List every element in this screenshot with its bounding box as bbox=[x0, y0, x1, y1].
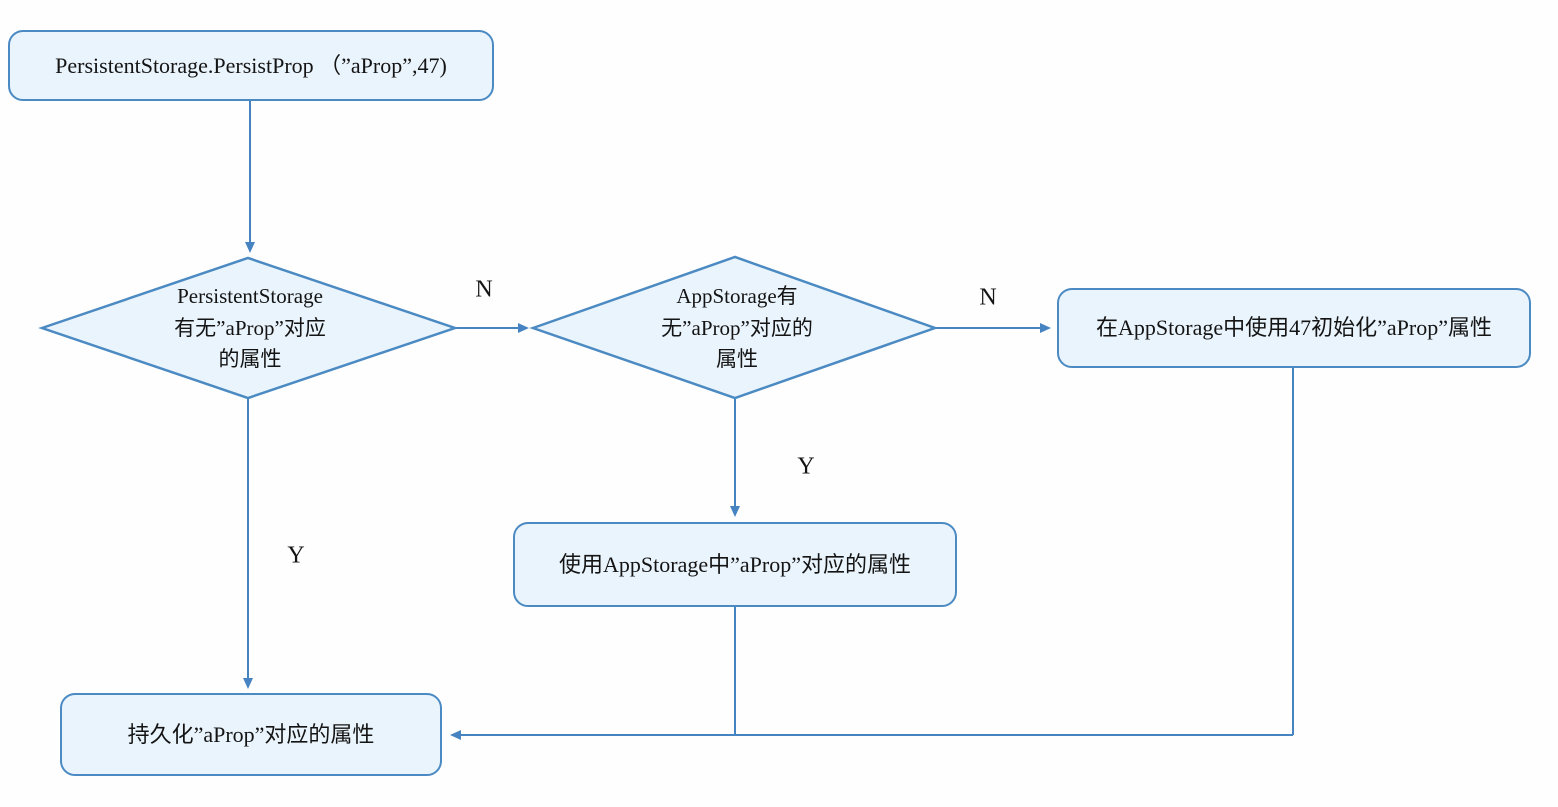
edge-label-n1: N bbox=[475, 276, 493, 303]
decision1-label: PersistentStorage 有无”aProp”对应 的属性 bbox=[174, 281, 326, 376]
edge-label-n2: N bbox=[979, 284, 997, 311]
edge-label-y2: Y bbox=[797, 453, 815, 480]
init-appstorage-node: 在AppStorage中使用47初始化”aProp”属性 bbox=[1057, 288, 1531, 368]
start-node-label: PersistentStorage.PersistProp （”aProp”,4… bbox=[55, 52, 447, 78]
decision2-line1: AppStorage有 bbox=[676, 283, 798, 308]
edge-label-y1: Y bbox=[287, 542, 305, 569]
decision2-line2: 无”aProp”对应的 bbox=[661, 315, 813, 340]
init-appstorage-label: 在AppStorage中使用47初始化”aProp”属性 bbox=[1096, 315, 1492, 341]
decision2-label: AppStorage有 无”aProp”对应的 属性 bbox=[661, 281, 813, 376]
decision1-line1: PersistentStorage bbox=[177, 283, 323, 308]
decision1-shape bbox=[38, 256, 459, 400]
decision2-shape bbox=[529, 255, 939, 400]
persist-node-label: 持久化”aProp”对应的属性 bbox=[127, 721, 375, 747]
decision1-line3: 的属性 bbox=[218, 346, 282, 371]
use-appstorage-node: 使用AppStorage中”aProp”对应的属性 bbox=[513, 522, 957, 607]
decision2-line3: 属性 bbox=[715, 346, 758, 371]
start-node: PersistentStorage.PersistProp （”aProp”,4… bbox=[8, 30, 494, 101]
use-appstorage-label: 使用AppStorage中”aProp”对应的属性 bbox=[559, 551, 911, 577]
decision1-line2: 有无”aProp”对应 bbox=[174, 315, 326, 340]
persist-node: 持久化”aProp”对应的属性 bbox=[60, 693, 442, 776]
